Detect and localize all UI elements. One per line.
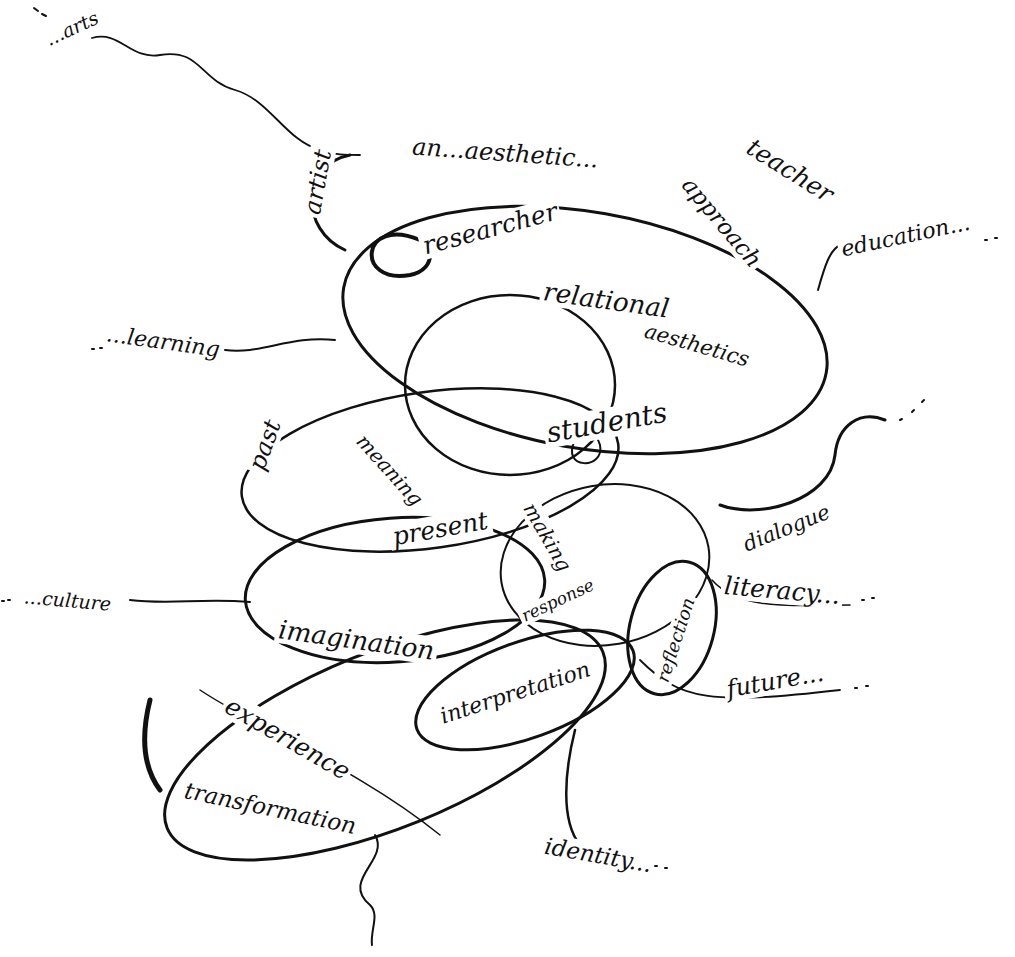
concept-word: ...learning xyxy=(102,322,224,362)
concept-word: approach xyxy=(675,170,768,274)
concept-word: meaning xyxy=(350,428,429,512)
concept-word: artist xyxy=(299,145,337,219)
concept-word: teacher xyxy=(739,131,840,208)
concept-word: dialogue xyxy=(738,499,837,557)
concept-word: reflection xyxy=(652,592,700,687)
concept-word: ...culture xyxy=(21,585,116,614)
concept-word: identity... xyxy=(540,833,657,877)
concept-word: relational xyxy=(538,277,673,323)
concept-word: transformation xyxy=(179,777,361,839)
concept-word: response xyxy=(516,574,600,627)
concept-word: an...aesthetic... xyxy=(408,133,602,172)
concept-word: past xyxy=(243,413,287,476)
concept-word: interpretation xyxy=(434,656,596,729)
concept-word: aesthetics xyxy=(639,318,755,371)
concept-word: present xyxy=(387,506,493,550)
concept-word: students xyxy=(541,397,672,449)
concept-word: literacy... xyxy=(720,571,844,609)
concept-word: making xyxy=(518,496,578,577)
concept-word: experience xyxy=(218,690,357,786)
concept-word: researcher xyxy=(417,196,563,259)
concept-word: ...arts xyxy=(39,5,104,50)
concept-word: education... xyxy=(836,210,975,262)
